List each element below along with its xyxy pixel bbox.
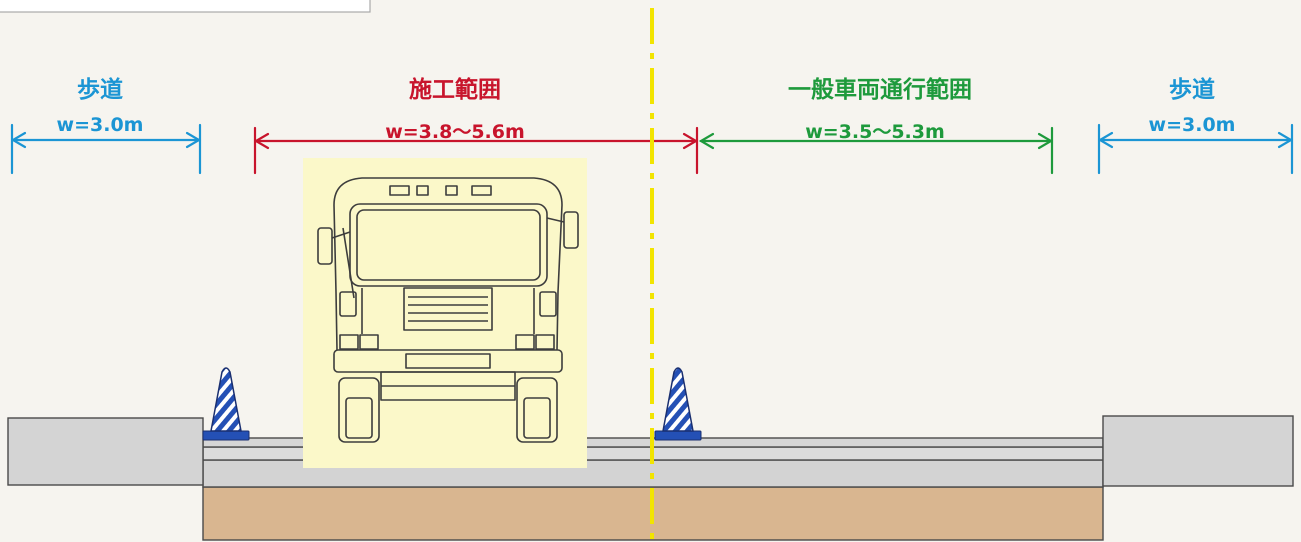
arrowhead-start — [10, 131, 27, 149]
traffic-zone-arrow — [698, 126, 1054, 175]
cone-base — [202, 430, 250, 441]
tire-right — [516, 377, 558, 443]
cone-base — [654, 430, 702, 441]
construction-zone-width: w=3.8～5.6m — [385, 121, 525, 143]
headlight-right-outer — [535, 334, 555, 350]
traffic-zone-dimension: 一般車両通行範囲 w=3.5～5.3m — [698, 76, 1054, 175]
arrowhead-end — [185, 131, 202, 149]
tire-left — [338, 377, 380, 443]
windshield-glass — [356, 209, 541, 281]
sidewalk-left-width: w=3.0m — [57, 114, 144, 136]
construction-zone-arrow — [253, 126, 699, 175]
tire-left-tread — [345, 397, 373, 439]
sidewalk-right-width: w=3.0m — [1149, 114, 1236, 136]
arrowhead-start — [253, 132, 270, 150]
under-mirror-left — [339, 291, 357, 317]
grille — [403, 287, 493, 331]
marker-light — [389, 185, 410, 196]
mirror-right — [563, 211, 579, 249]
arrowhead-start — [1097, 131, 1114, 149]
arrowhead-end — [682, 132, 699, 150]
arrowhead-end — [1277, 131, 1294, 149]
traffic-cone-left-icon — [202, 367, 250, 441]
mirror-left-stay — [342, 227, 355, 299]
license-plate — [405, 353, 491, 369]
headlight-left-inner — [359, 334, 379, 350]
mirror-left — [317, 227, 333, 265]
sidewalk-right-label: 歩道 — [1169, 76, 1215, 103]
sidewalk-left-arrow — [10, 123, 202, 175]
windshield-frame — [349, 203, 548, 287]
marker-light — [445, 185, 458, 196]
cab-outline — [333, 177, 563, 351]
construction-zone-dimension: 施工範囲 w=3.8～5.6m — [253, 76, 699, 175]
tire-right-tread — [523, 397, 551, 439]
cone-body — [662, 367, 694, 432]
construction-zone-label: 施工範囲 — [409, 76, 501, 103]
mirror-left-arm — [331, 231, 351, 239]
marker-light — [471, 185, 492, 196]
marker-light — [416, 185, 429, 196]
headlight-right-inner — [515, 334, 535, 350]
sidewalk-right-block — [1102, 415, 1294, 487]
sidewalk-left-dimension: 歩道 w=3.0m — [10, 76, 202, 175]
headlight-left-outer — [339, 334, 359, 350]
cone-body — [210, 367, 242, 432]
traffic-zone-width: w=3.5～5.3m — [805, 121, 945, 143]
top-left-box-fragment — [0, 0, 371, 13]
sidewalk-left-label: 歩道 — [77, 76, 123, 103]
traffic-cone-right-icon — [654, 367, 702, 441]
mirror-right-arm — [546, 217, 565, 223]
sidewalk-right-arrow — [1097, 123, 1294, 175]
traffic-zone-label: 一般車両通行範囲 — [788, 76, 972, 103]
arrowhead-start — [698, 132, 715, 150]
arrowhead-end — [1037, 132, 1054, 150]
truck-icon — [303, 158, 587, 468]
sidewalk-right-dimension: 歩道 w=3.0m — [1097, 76, 1294, 175]
truck-line-art — [317, 177, 579, 443]
under-mirror-right — [539, 291, 557, 317]
sidewalk-left-block — [7, 417, 204, 486]
